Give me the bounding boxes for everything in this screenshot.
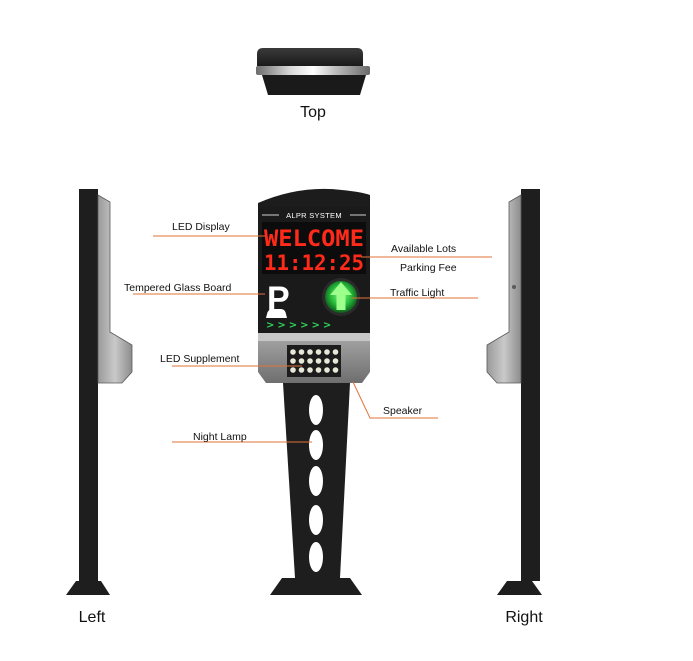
night-lamp-2 bbox=[309, 430, 323, 460]
left-housing bbox=[97, 194, 133, 384]
led-supplement-dot bbox=[307, 358, 313, 364]
callout-led-display: LED Display bbox=[172, 221, 231, 233]
night-lamp-5 bbox=[309, 542, 323, 572]
alpr-system-header: ALPR SYSTEM bbox=[286, 211, 342, 220]
left-foot bbox=[66, 581, 110, 595]
view-label-left: Left bbox=[79, 609, 106, 626]
led-supplement-dot bbox=[307, 349, 313, 355]
left-view: Left bbox=[66, 189, 133, 626]
right-housing-screw bbox=[512, 285, 516, 289]
car-icon bbox=[266, 309, 287, 318]
led-supplement-dot bbox=[298, 367, 305, 373]
front-head-cap bbox=[258, 188, 370, 208]
led-supplement-dot bbox=[290, 358, 296, 364]
callout-traffic-light: Traffic Light bbox=[390, 287, 444, 299]
top-cap-steel-band bbox=[256, 66, 370, 75]
led-supplement-dot bbox=[324, 367, 330, 373]
front-view: ALPR SYSTEM WELCOME 11:12:25 P >>>>>> bbox=[258, 188, 370, 595]
left-pole bbox=[79, 189, 98, 581]
callout-tempered-glass: Tempered Glass Board bbox=[124, 282, 232, 294]
led-supplement-dot bbox=[332, 358, 339, 364]
night-lamp-1 bbox=[309, 395, 323, 425]
callout-night-lamp: Night Lamp bbox=[193, 431, 247, 443]
right-housing bbox=[486, 194, 522, 384]
led-supplement-dot bbox=[332, 349, 339, 355]
leader-lines bbox=[133, 235, 492, 443]
view-label-right: Right bbox=[505, 609, 543, 626]
front-lower-trim bbox=[258, 333, 370, 341]
night-lamp-ovals bbox=[309, 395, 323, 572]
callout-speaker: Speaker bbox=[383, 405, 423, 417]
callout-available-lots: Available Lots bbox=[391, 243, 456, 255]
led-supplement-dot bbox=[315, 367, 322, 373]
led-supplement-dot bbox=[290, 367, 296, 373]
callout-led-supplement: LED Supplement bbox=[160, 353, 239, 365]
night-lamp-4 bbox=[309, 505, 323, 535]
right-pole bbox=[521, 189, 540, 581]
led-supplement-dot bbox=[298, 349, 305, 355]
view-label-top: Top bbox=[300, 104, 326, 121]
led-supplement-dot bbox=[290, 349, 296, 355]
led-supplement-dot bbox=[315, 358, 322, 364]
top-view: Top bbox=[256, 48, 370, 121]
led-supplement-dot bbox=[332, 367, 339, 373]
night-lamp-3 bbox=[309, 466, 323, 496]
led-supplement-panel bbox=[287, 345, 341, 377]
top-cap-base bbox=[262, 75, 366, 95]
led-supplement-dot bbox=[315, 349, 322, 355]
up-arrow-icon bbox=[330, 282, 352, 310]
front-foot bbox=[270, 578, 362, 595]
led-line-welcome: WELCOME bbox=[264, 227, 364, 252]
callout-labels: LED Display Tempered Glass Board LED Sup… bbox=[124, 221, 457, 443]
top-cap-body bbox=[257, 48, 363, 66]
callout-parking-fee: Parking Fee bbox=[400, 262, 457, 274]
parking-p-sign: P bbox=[267, 280, 290, 318]
led-supplement-dot bbox=[307, 367, 313, 373]
led-supplement-dot bbox=[324, 349, 330, 355]
led-line-time: 11:12:25 bbox=[264, 251, 364, 275]
direction-chevrons: >>>>>> bbox=[266, 320, 334, 331]
led-supplement-grid bbox=[290, 349, 339, 373]
leader-speaker bbox=[352, 381, 438, 419]
led-supplement-dot bbox=[324, 358, 330, 364]
right-foot bbox=[497, 581, 542, 595]
led-supplement-dot bbox=[298, 358, 305, 364]
right-view: Right bbox=[486, 189, 543, 626]
led-display bbox=[262, 222, 366, 274]
